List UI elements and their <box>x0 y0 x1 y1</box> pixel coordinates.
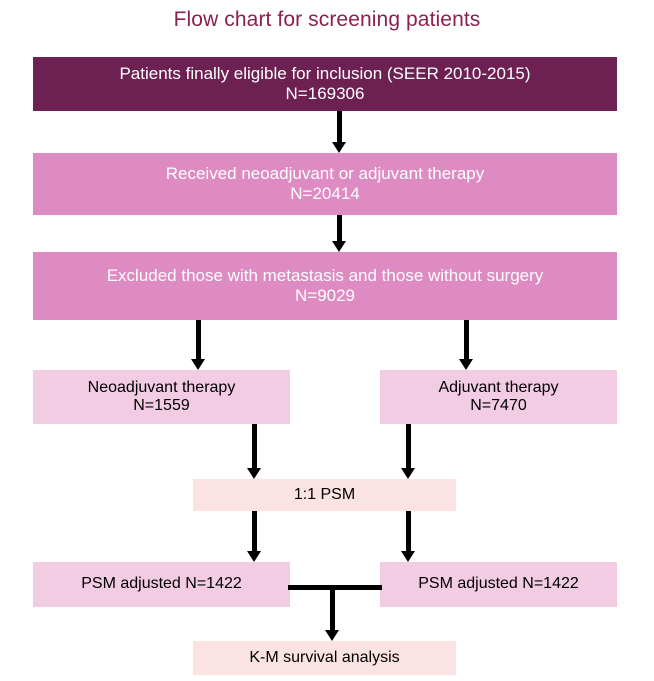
node-line-1: Patients finally eligible for inclusion … <box>119 64 531 84</box>
node-line-1: Excluded those with metastasis and those… <box>106 266 544 286</box>
node-line-1: Received neoadjuvant or adjuvant therapy <box>165 164 485 184</box>
node-patients-eligible: Patients finally eligible for inclusion … <box>33 57 617 111</box>
node-line-2: N=7470 <box>470 397 527 414</box>
arrow-excluded-to-neoadjuvant <box>191 320 205 370</box>
arrow-junction-to-km <box>325 585 339 641</box>
node-line-1: Neoadjuvant therapy <box>87 378 236 396</box>
node-line-1: 1:1 PSM <box>293 485 356 503</box>
node-received-therapy: Received neoadjuvant or adjuvant therapy… <box>33 153 617 215</box>
arrow-psm-to-adjusted-right <box>401 511 415 562</box>
node-line-1: K-M survival analysis <box>249 648 400 666</box>
node-psm-adjusted-right: PSM adjusted N=1422 <box>380 562 617 607</box>
arrow-adjuvant-to-psm <box>401 424 415 479</box>
arrow-eligible-to-received <box>332 111 346 153</box>
node-adjuvant-therapy: Adjuvant therapy N=7470 <box>380 370 617 424</box>
node-excluded: Excluded those with metastasis and those… <box>33 252 617 320</box>
arrow-received-to-excluded <box>332 215 346 252</box>
connector-psm-adjusted-junction <box>288 585 382 590</box>
node-line-1: PSM adjusted N=1422 <box>81 575 242 593</box>
node-km-survival-analysis: K-M survival analysis <box>193 641 456 675</box>
node-psm: 1:1 PSM <box>193 479 456 511</box>
node-psm-adjusted-left: PSM adjusted N=1422 <box>33 562 290 607</box>
node-line-2: N=9029 <box>294 286 356 305</box>
arrow-neoadjuvant-to-psm <box>247 424 261 479</box>
page-title: Flow chart for screening patients <box>173 8 481 31</box>
node-neoadjuvant-therapy: Neoadjuvant therapy N=1559 <box>33 370 290 424</box>
node-line-2: N=1559 <box>133 397 190 414</box>
node-line-1: Adjuvant therapy <box>438 378 559 396</box>
node-line-1: PSM adjusted N=1422 <box>418 575 579 593</box>
arrow-excluded-to-adjuvant <box>459 320 473 370</box>
node-line-2: N=20414 <box>290 184 360 203</box>
arrow-psm-to-adjusted-left <box>247 511 261 562</box>
node-line-2: N=169306 <box>285 84 365 103</box>
